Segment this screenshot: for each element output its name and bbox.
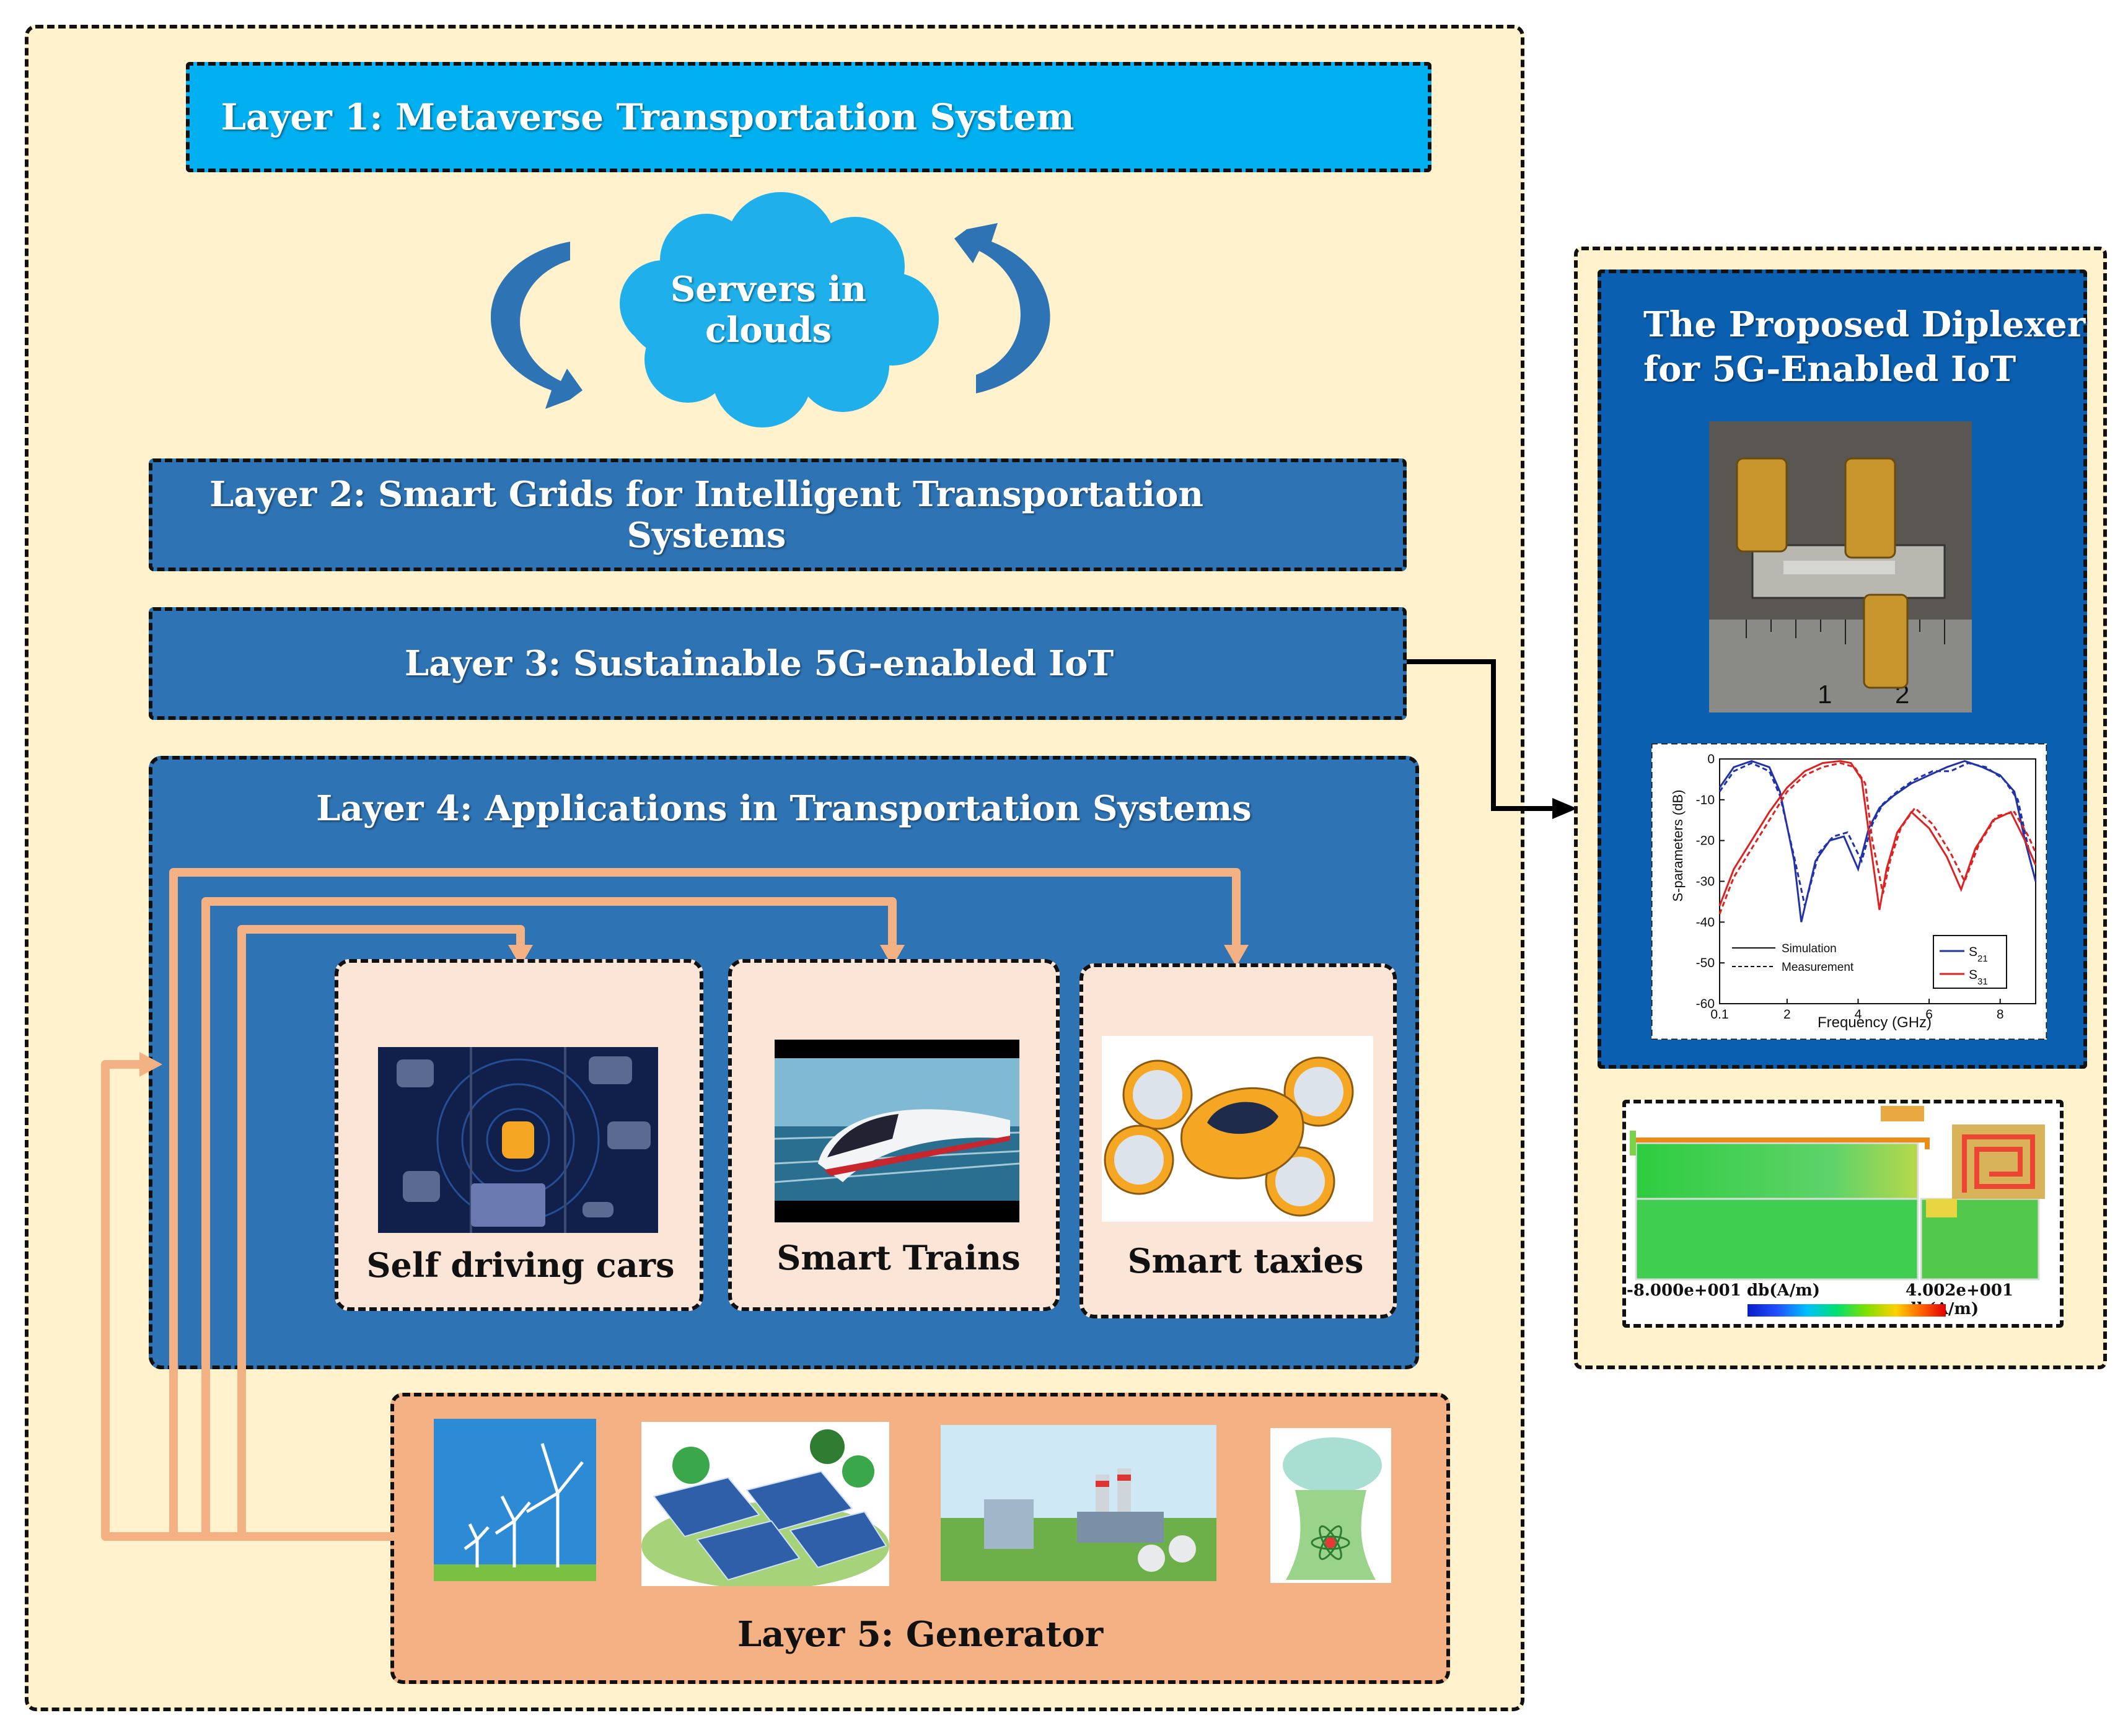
y-tick-label: -10 (1696, 793, 1715, 807)
field-min-label: -8.000e+001 db(A/m) (1627, 1281, 1820, 1300)
diplexer-title-line2: for 5G-Enabled IoT (1643, 349, 2016, 390)
diplexer-title-line1: The Proposed Diplexer (1643, 304, 2086, 345)
nuclear-plant-image (1270, 1428, 1391, 1583)
cycle-arrow-right-icon (954, 223, 1050, 393)
smart-taxies-image (1102, 1036, 1373, 1222)
app-label-self-driving: Self driving cars (366, 1245, 675, 1285)
chart-legend-style: Simulation Measurement (1732, 942, 1854, 974)
series-s31-measurement (1718, 762, 2037, 914)
ruler-label-1: 1 (1818, 680, 1832, 709)
y-tick-label: -40 (1696, 915, 1715, 929)
series-s21-measurement (1718, 761, 2037, 906)
chart-ylabel: S-parameters (dB) (1670, 790, 1686, 902)
field-colorbar (1748, 1304, 1946, 1317)
chart-xlabel: Frequency (GHz) (1818, 1014, 1932, 1031)
layer3-banner: Layer 3: Sustainable 5G-enabled IoT (149, 607, 1407, 720)
app-label-taxies: Smart taxies (1127, 1241, 1364, 1281)
y-tick-label: -30 (1696, 875, 1715, 889)
chart-background (1651, 743, 2047, 1040)
x-tick-label: 0.1 (1710, 1007, 1728, 1022)
field-max-label: 4.002e+001 db(A/m) (1906, 1281, 2014, 1318)
y-tick-label: -20 (1696, 834, 1715, 848)
wire-arrowheads (139, 945, 1249, 1077)
layer1-title: Layer 1: Metaverse Transportation System (221, 96, 1075, 138)
connector-arrowhead-icon (1552, 798, 1577, 819)
legend-simulation: Simulation (1782, 942, 1837, 955)
app-label-trains: Smart Trains (776, 1238, 1021, 1278)
chart-legend-series: S21 S31 (1933, 935, 2007, 989)
field-distribution-image (1630, 1106, 2045, 1281)
legend-measurement: Measurement (1782, 961, 1854, 974)
cloud-diagram (491, 192, 1050, 427)
layer5-title: Layer 5: Generator (737, 1614, 1104, 1655)
power-plant-image (941, 1425, 1216, 1581)
s-parameter-chart: S-parameters (dB) Frequency (GHz) 0 -10 -2… (1651, 743, 2047, 1040)
y-tick-label: -60 (1696, 997, 1715, 1011)
self-driving-cars-image (378, 1047, 658, 1233)
smart-trains-image (775, 1040, 1019, 1222)
y-tick-label: -50 (1696, 956, 1715, 970)
chart-plot-area: 0 -10 -20 -30 -40 -50 -600.1 2 4 6 8 (1696, 752, 2037, 1022)
layer3-title: Layer 3: Sustainable 5G-enabled IoT (404, 643, 1114, 684)
wind-turbines-image (434, 1419, 596, 1581)
diplexer-title: The Proposed Diplexer for 5G-Enabled IoT (1599, 297, 2088, 397)
layer4-title: Layer 4: Applications in Transportation … (316, 788, 1252, 829)
x-tick-label: 2 (1783, 1007, 1791, 1022)
cloud-icon (620, 192, 939, 427)
y-tick-label: 0 (1707, 752, 1715, 766)
diplexer-photo: 1 2 (1709, 421, 1972, 712)
x-tick-label: 6 (1925, 1007, 1933, 1022)
layer2-banner: Layer 2: Smart Grids for Intelligent Tra… (149, 458, 1407, 571)
cycle-arrow-left-icon (491, 242, 583, 409)
layer2-title: Layer 2: Smart Grids for Intelligent Tra… (209, 474, 1204, 556)
layer1-banner: Layer 1: Metaverse Transportation System (186, 62, 1431, 172)
x-tick-label: 4 (1855, 1007, 1862, 1022)
x-tick-label: 8 (1997, 1007, 2004, 1022)
solar-panels-image (641, 1422, 889, 1586)
